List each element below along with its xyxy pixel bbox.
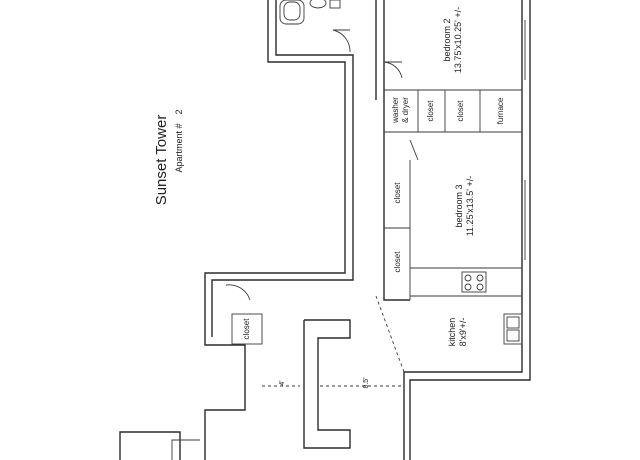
apartment-label: Apartment # (174, 123, 184, 172)
kitchen-area (375, 271, 523, 373)
peninsula (303, 319, 351, 449)
bedroom-2-name: bedroom 2 (442, 18, 452, 61)
closet-label-5: closet (242, 318, 251, 340)
washer-dryer-label-2: & dryer (401, 97, 410, 123)
entry-area (119, 431, 200, 460)
washer-dryer-label-1: washer (391, 97, 400, 124)
bedroom-3-area (383, 139, 526, 301)
hall-dimension-left: 4' (279, 380, 286, 385)
bathroom (279, 0, 351, 53)
bedroom-3-size: 11.25'x13.5' +/- (465, 176, 475, 237)
building-title: Sunset Tower (153, 115, 170, 206)
apartment-number: 2 (174, 109, 184, 114)
closet-label-1: closet (426, 100, 435, 122)
exterior-walls (204, 0, 531, 460)
closet-label-3: closet (393, 182, 402, 204)
bedroom-3-name: bedroom 3 (454, 184, 464, 227)
kitchen-name: kitchen (447, 318, 457, 347)
kitchen-size: 8'x9'+/- (458, 318, 468, 347)
closet-label-2: closet (456, 100, 465, 122)
left-closet (225, 284, 263, 345)
closet-label-4: closet (393, 251, 402, 273)
hall-dimension-right: 8.5' (363, 377, 370, 388)
bedroom-2-size: 13.75'x10.25' +/- (453, 7, 463, 73)
furnace-label: furnace (496, 97, 505, 124)
bedroom-2-area (383, 20, 526, 133)
